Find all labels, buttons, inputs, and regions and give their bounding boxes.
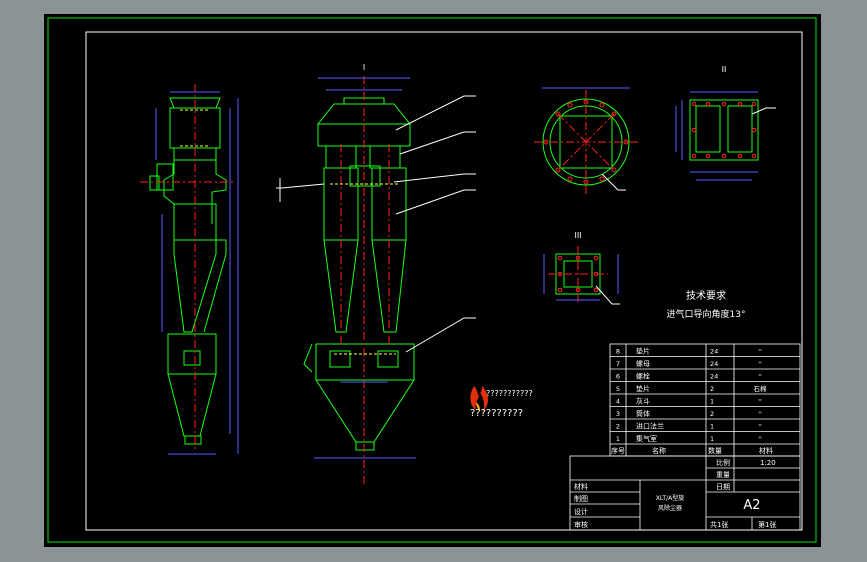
parts-row-no: 8 (616, 348, 620, 356)
side-view (140, 84, 239, 455)
view-label-small: III (574, 231, 581, 240)
parts-row-name: 灰斗 (636, 397, 650, 406)
design-label: 设计 (574, 507, 588, 516)
parts-row-material: '' (758, 423, 762, 431)
parts-row-material: 石棉 (754, 384, 768, 393)
tech-requirements-note: 进气口导向角度13° (667, 308, 746, 320)
parts-row-qty: 1 (710, 398, 714, 406)
watermark-line1: ??????????? (486, 389, 533, 398)
draw-label: 制图 (574, 494, 588, 503)
watermark-line2: ?????????? (470, 408, 523, 419)
parts-row-material: '' (758, 360, 762, 368)
view-label-side-section: I (363, 63, 365, 72)
cad-drawing: IIIIII技术要求进气口导向角度13°????????????????????… (47, 17, 817, 543)
parts-row-name: 集气室 (636, 434, 657, 443)
parts-row-qty: 2 (710, 385, 714, 393)
outer-frame (47, 17, 817, 543)
square-flange-view (543, 246, 620, 305)
parts-row-no: 6 (616, 373, 620, 381)
date-label: 日期 (716, 483, 730, 491)
parts-row-qty: 1 (710, 435, 714, 443)
check-label: 审核 (574, 520, 588, 529)
parts-row-no: 7 (616, 360, 620, 368)
view-label-right-top: II (722, 65, 727, 74)
parts-row-name: 螺母 (636, 359, 650, 368)
tech-requirements-title: 技术要求 (686, 289, 726, 302)
parts-row-name: 垫片 (636, 384, 650, 393)
parts-row-no: 1 (616, 435, 620, 443)
parts-row-qty: 1 (710, 423, 714, 431)
parts-row-name: 螺栓 (636, 372, 650, 381)
parts-row-qty: 2 (710, 410, 714, 418)
parts-row-material: '' (758, 373, 762, 381)
title-block-grid (569, 455, 801, 531)
parts-row-no: 3 (616, 410, 620, 418)
scale-value: 1:20 (760, 459, 776, 467)
sheet-size: A2 (743, 498, 760, 513)
weight-label: 重量 (716, 471, 730, 479)
parts-header-qty: 数量 (708, 446, 722, 455)
parts-row-no: 4 (616, 398, 620, 406)
rect-flange-view (675, 91, 776, 181)
parts-row-material: '' (758, 398, 762, 406)
parts-header-name: 名称 (652, 446, 666, 455)
flame-logo-icon (470, 386, 488, 412)
parts-header-no: 序号 (611, 446, 625, 455)
front-view (276, 76, 476, 484)
parts-row-no: 2 (616, 423, 620, 431)
material-label: 材料 (574, 482, 588, 491)
scale-label: 比例 (716, 458, 730, 467)
parts-table-grid (609, 343, 801, 457)
parts-row-qty: 24 (710, 373, 718, 381)
parts-row-material: '' (758, 410, 762, 418)
parts-row-material: '' (758, 435, 762, 443)
inner-frame (85, 31, 803, 531)
parts-row-no: 5 (616, 385, 620, 393)
sheet-number: 第1张 (758, 520, 776, 529)
parts-row-material: '' (758, 348, 762, 356)
parts-row-qty: 24 (710, 348, 718, 356)
parts-row-qty: 24 (710, 360, 718, 368)
round-flange-view (534, 87, 638, 194)
parts-row-name: 垫片 (636, 347, 650, 356)
parts-row-name: 筒体 (636, 409, 650, 418)
drawing-name-line2: 风除尘器 (658, 504, 682, 512)
total-sheets: 共1张 (710, 520, 728, 529)
parts-row-name: 进口法兰 (636, 422, 664, 431)
drawing-name-line1: XLT/A型旋 (656, 494, 684, 502)
parts-header-material: 材料 (759, 446, 773, 455)
